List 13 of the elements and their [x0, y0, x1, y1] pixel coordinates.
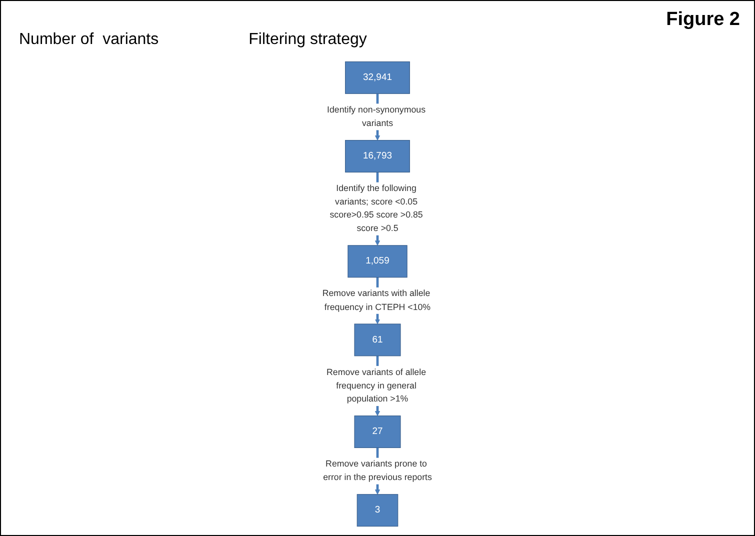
- node-box: 32,941: [345, 61, 410, 94]
- figure-title: Figure 2: [666, 9, 740, 31]
- node-box: 16,793: [345, 140, 410, 172]
- node-box: 61: [354, 324, 401, 356]
- edge-label: Identify the following variants; score <0.05 score>0.95 score >0.85 score >0.5: [330, 183, 423, 234]
- edge-label: Remove variants with allele frequency in CTEPH <10%: [322, 288, 431, 312]
- edge-label: Remove variants of allele frequency in general population >1%: [326, 367, 426, 404]
- edge-label: Remove variants prone to error in the previous reports: [323, 458, 432, 482]
- node-box: 3: [356, 494, 398, 527]
- column-heading: Filtering strategy: [248, 31, 367, 48]
- node-box: 1,059: [348, 245, 408, 278]
- node-box: 27: [354, 416, 401, 448]
- column-heading: Number of variants: [19, 31, 159, 48]
